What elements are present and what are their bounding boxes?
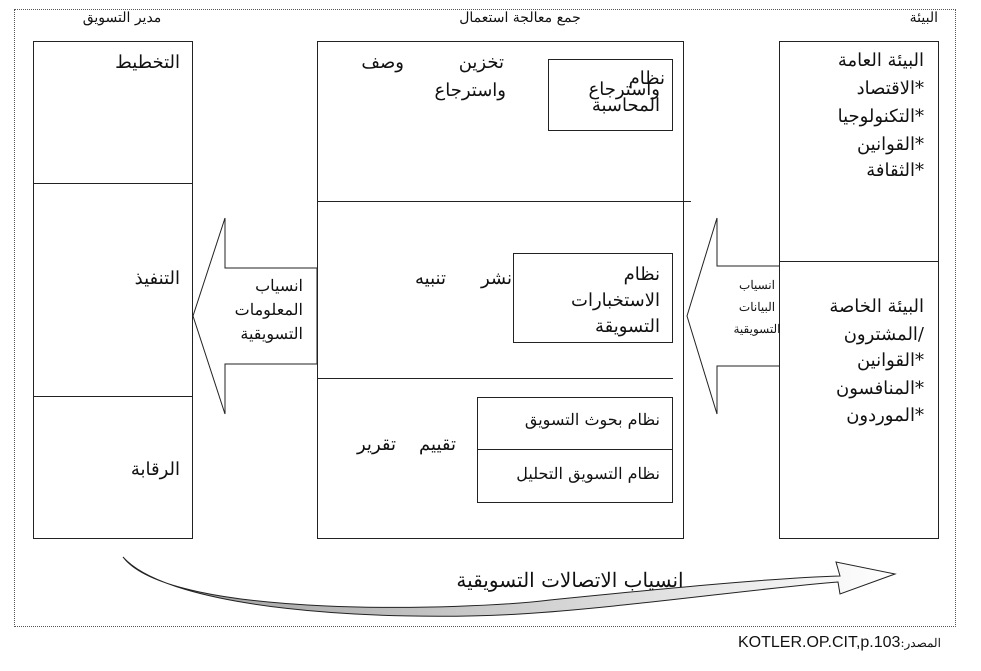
control-label: الرقابة (130, 459, 180, 480)
word-retrieve: واسترجاع (434, 80, 507, 101)
data-flow-line-3: التسويقية (733, 322, 781, 336)
processing-divider-2 (317, 378, 673, 379)
execution-label: التنفيذ (134, 268, 180, 289)
intelligence-line-3: التسويقة (594, 316, 660, 337)
processing-divider-1 (317, 201, 691, 202)
intelligence-line-2: الاستخبارات (571, 290, 660, 311)
accounting-line-2: واسترجاع (588, 79, 661, 100)
source-label: المصدر: (900, 636, 941, 650)
word-report: تقرير (357, 434, 396, 455)
general-env-economy: *الاقتصاد (856, 78, 924, 99)
intelligence-line-1: نظام (623, 264, 660, 285)
analytical-marketing-label: نظام التسويق التحليل (516, 464, 660, 483)
marketing-research-label: نظام بحوث التسويق (524, 410, 660, 429)
specific-env-title: البيئة الخاصة (829, 296, 924, 317)
source-text: KOTLER.OP.CIT,p.103 (738, 634, 901, 651)
title-processing: جمع معالجة استعمال (459, 10, 581, 26)
word-store: تخزين (458, 52, 504, 73)
general-env-title: البيئة العامة (837, 50, 924, 71)
accounting-line-3: المحاسبة (591, 95, 660, 116)
data-flow-line-2: البيانات (738, 300, 776, 314)
manager-column (33, 41, 193, 539)
information-flow-line-1: انسياب (255, 276, 303, 295)
specific-env-suppliers: *الموردون (846, 405, 924, 426)
data-flow-line-1: انسياب (739, 278, 775, 292)
word-alert: تنبيه (415, 268, 446, 289)
manager-divider-1 (33, 183, 193, 184)
accounting-system-box (548, 59, 673, 131)
planning-label: التخطيط (115, 52, 180, 73)
title-marketing-manager: مدير التسويق (82, 10, 162, 26)
specific-env-laws: *القوانين (856, 350, 924, 371)
accounting-line-1: نظام (628, 68, 665, 89)
marketing-research-box (477, 397, 673, 450)
environment-column (779, 41, 939, 539)
information-flow-line-2: المعلومات (234, 300, 303, 319)
manager-divider-2 (33, 396, 193, 397)
specific-env-buyers: /المشترون (843, 324, 924, 345)
environment-divider (779, 261, 939, 262)
general-env-culture: *الثقافة (866, 160, 924, 181)
word-evaluate: تقييم (419, 434, 456, 455)
analytical-marketing-box (477, 449, 673, 503)
source-citation: KOTLER.OP.CIT,p.103المصدر: (738, 632, 978, 652)
information-flow-line-3: التسويقية (240, 324, 303, 343)
specific-env-competitors: *المنافسون (836, 378, 924, 399)
word-describe: وصف (361, 52, 404, 73)
general-env-laws: *القوانين (856, 134, 924, 155)
general-env-technology: *التكنولوجيا (837, 106, 924, 127)
communications-flow-label: انسياب الاتصالات التسويقية (456, 568, 684, 592)
intelligence-system-box (513, 253, 673, 343)
title-environment: البيئة (909, 10, 938, 26)
word-disseminate: نشر (481, 268, 512, 289)
diagram-frame (14, 9, 956, 627)
